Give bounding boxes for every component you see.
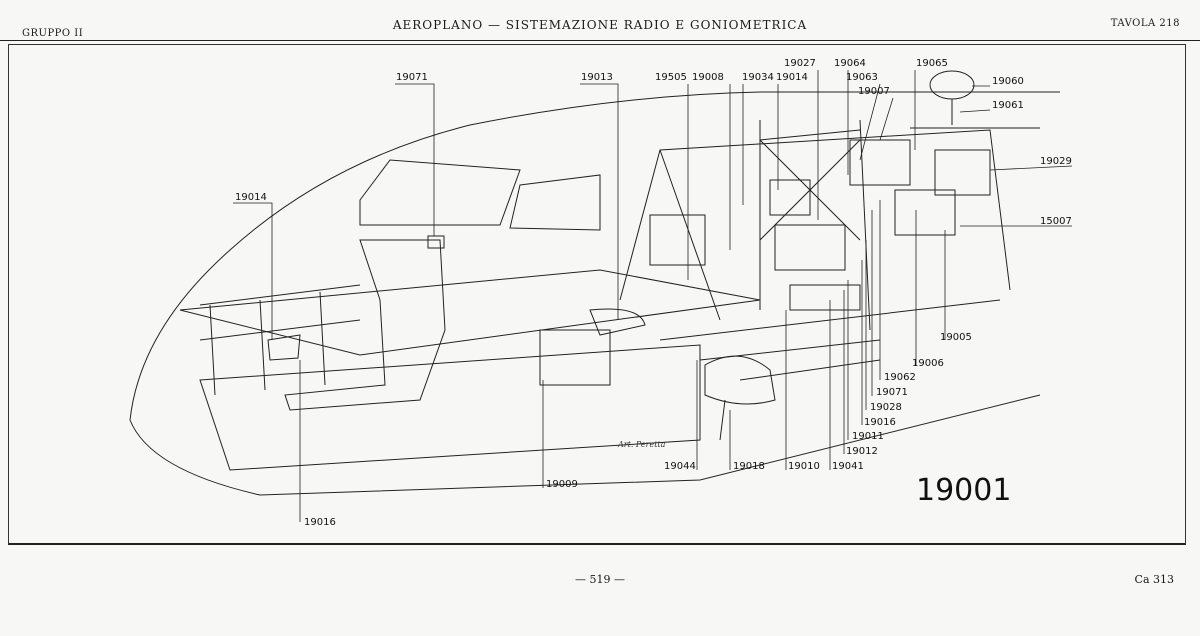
generator-unit-19018: [704, 355, 776, 405]
callout-19011: 19011: [852, 431, 884, 442]
callout-19014-top: 19014: [776, 72, 808, 83]
callout-19006: 19006: [912, 358, 944, 369]
callout-19007: 19007: [858, 86, 890, 97]
cockpit-window: [359, 159, 521, 226]
plate-title: AEROPLANO — SISTEMAZIONE RADIO E GONIOME…: [392, 18, 808, 32]
callout-19018: 19018: [733, 461, 765, 472]
callout-19061: 19061: [992, 100, 1024, 111]
battery-rack: [649, 214, 706, 266]
callout-19041: 19041: [832, 461, 864, 472]
figure-number: 19001: [916, 473, 1011, 508]
receiver-unit: [774, 224, 846, 271]
callout-19034: 19034: [742, 72, 774, 83]
header-rule: [0, 40, 1200, 41]
callout-19071-right: 19071: [876, 387, 908, 398]
group-label: GRUPPO II: [22, 28, 84, 39]
propeller-blade: [719, 399, 726, 441]
pilot-seat: [284, 239, 446, 411]
callout-19005: 19005: [940, 332, 972, 343]
callout-19016-right: 19016: [864, 417, 896, 428]
callout-19013: 19013: [581, 72, 613, 83]
fuselage-top-outline: [129, 91, 1060, 421]
dial-unit: [849, 139, 911, 186]
callout-19060: 19060: [992, 76, 1024, 87]
callout-19505: 19505: [655, 72, 687, 83]
callout-19064: 19064: [834, 58, 866, 69]
side-window: [509, 174, 601, 231]
tray-unit: [789, 284, 861, 311]
panel-unit: [769, 179, 811, 216]
callout-19008: 19008: [692, 72, 724, 83]
cockpit-rail: [199, 284, 361, 396]
callout-19027: 19027: [784, 58, 816, 69]
cylinder-unit: [589, 308, 646, 336]
callout-19028: 19028: [870, 402, 902, 413]
callout-19063: 19063: [846, 72, 878, 83]
page-number: — 519 —: [575, 573, 625, 586]
cabin-floor: [179, 269, 761, 356]
artist-signature: Art. Peretta: [617, 440, 666, 449]
aircraft-code: Ca 313: [1134, 573, 1174, 586]
goniometer-box: [934, 149, 991, 196]
antenna-mast: [910, 99, 1040, 129]
loop-antenna: [929, 70, 975, 100]
callout-19014-left: 19014: [235, 192, 267, 203]
control-box: [894, 189, 956, 236]
radio-unit-19009: [539, 329, 611, 386]
plate-number: TAVOLA 218: [1110, 18, 1180, 29]
callout-15007: 15007: [1040, 216, 1072, 227]
callout-19065: 19065: [916, 58, 948, 69]
callout-19012: 19012: [846, 446, 878, 457]
small-box-19071: [427, 235, 445, 249]
callout-19071-top: 19071: [396, 72, 428, 83]
callout-19016-bottom: 19016: [304, 517, 336, 528]
drawing-frame: [8, 44, 1186, 545]
callout-19010: 19010: [788, 461, 820, 472]
lower-deck: [199, 344, 701, 471]
compass-19016: [267, 334, 301, 361]
callout-19029: 19029: [1040, 156, 1072, 167]
callout-19044: 19044: [664, 461, 696, 472]
truss-frame: [619, 119, 1011, 331]
fuselage-bottom-outline: [129, 394, 1041, 496]
callout-19009: 19009: [546, 479, 578, 490]
callout-19062: 19062: [884, 372, 916, 383]
